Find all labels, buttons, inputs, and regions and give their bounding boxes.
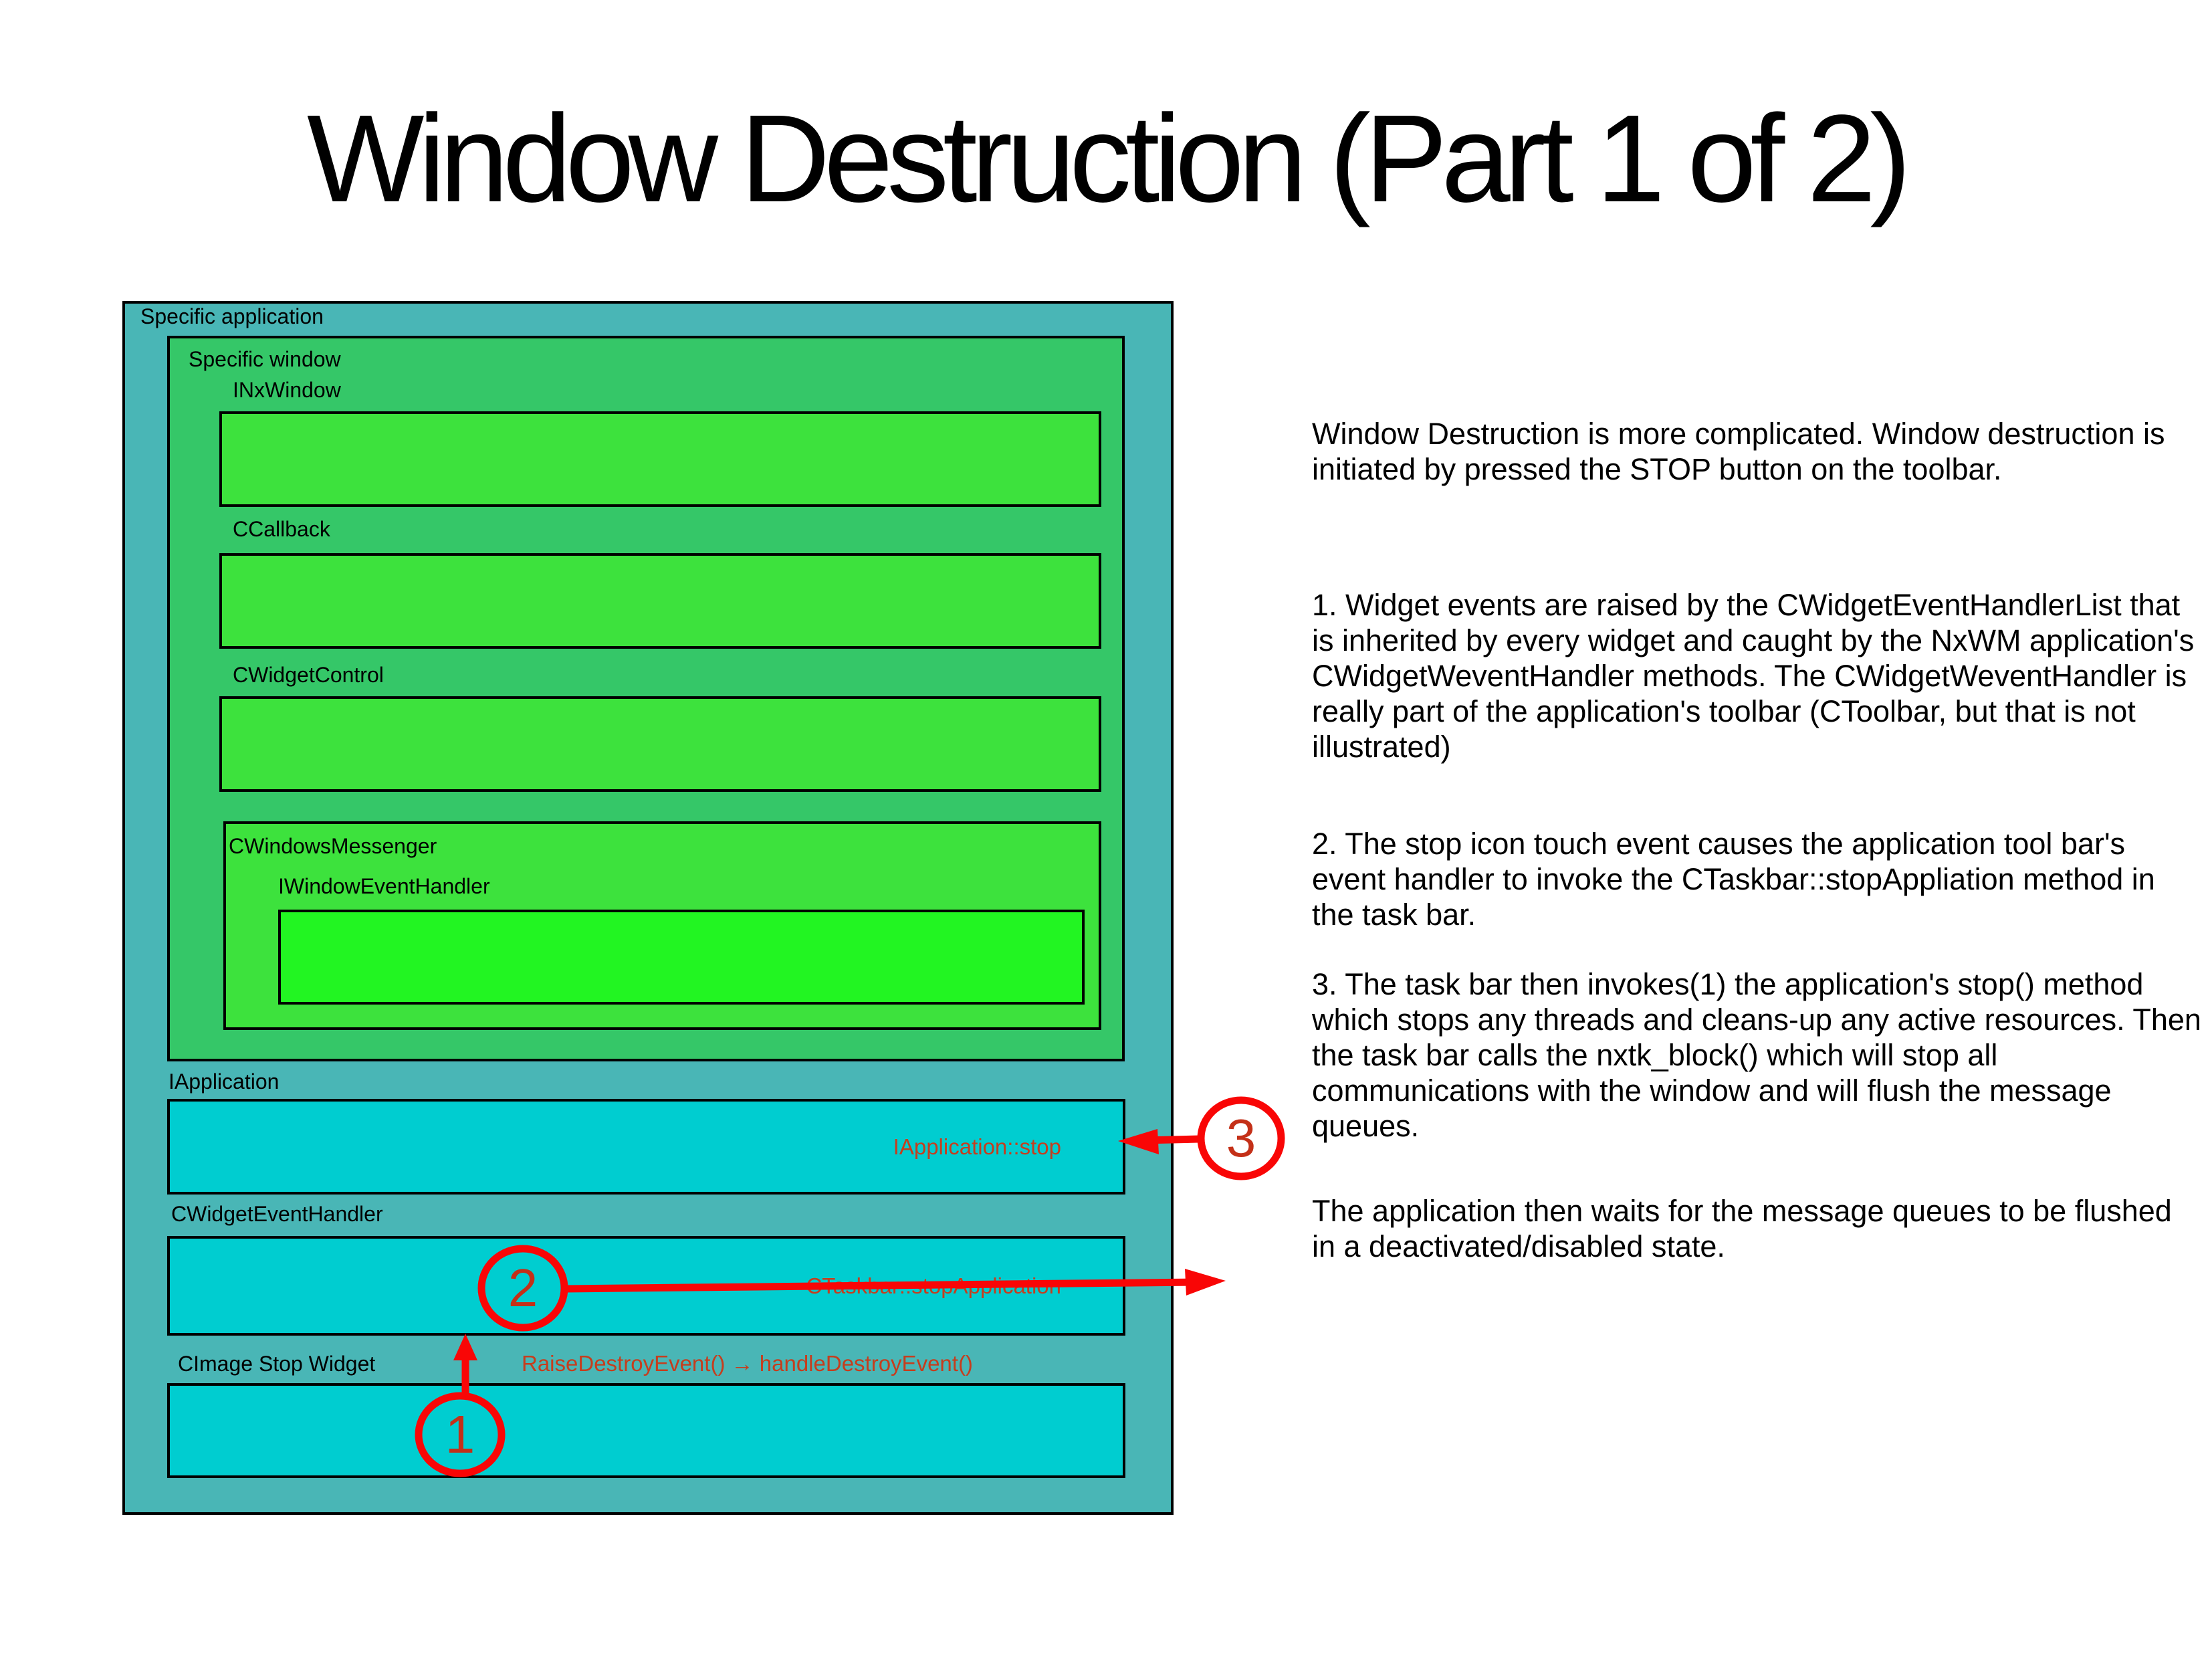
specific-application-label: Specific application (140, 304, 324, 328)
notes-paragraph: 3. The task bar then invokes(1) the appl… (1312, 967, 2201, 1143)
notes-paragraph: Window Destruction is more complicated. … (1312, 417, 2165, 486)
callout-2-number: 2 (508, 1258, 538, 1318)
iapplication-label: IApplication (169, 1069, 280, 1094)
callout-3-number: 3 (1226, 1108, 1256, 1168)
notes-paragraph: 2. The stop icon touch event causes the … (1312, 827, 2155, 932)
iapplication-box: IApplication::stop (167, 1099, 1125, 1195)
specific-window-label: Specific window (189, 347, 341, 371)
ccallback-label: CCallback (233, 517, 330, 541)
notes-paragraph: 1. Widget events are raised by the CWidg… (1312, 588, 2195, 764)
cwidgetcontrol-box (219, 696, 1101, 792)
ccallback-box (219, 553, 1101, 649)
inxwindow-box (219, 411, 1101, 507)
inxwindow-label: INxWindow (233, 378, 341, 402)
cwidgeteventhandler-label: CWidgetEventHandler (171, 1202, 383, 1226)
cwidgeteventhandler-box: CTaskbar::stopApplication (167, 1236, 1125, 1336)
notes-paragraph: The application then waits for the messa… (1312, 1194, 2172, 1263)
callout-2-arrowhead-icon (1185, 1269, 1226, 1296)
iapplication-stop-label: IApplication::stop (893, 1134, 1061, 1159)
callout-1-number: 1 (445, 1405, 475, 1464)
cwindowsmessenger-label: CWindowsMessenger (229, 834, 437, 858)
cimage-stop-widget-box (167, 1383, 1125, 1478)
cwidgetcontrol-label: CWidgetControl (233, 663, 384, 687)
raise-destroy-event-label: RaiseDestroyEvent() → handleDestroyEvent… (522, 1351, 973, 1376)
iwindoweventhandler-label: IWindowEventHandler (278, 874, 490, 898)
iwindoweventhandler-box (278, 910, 1085, 1005)
slide-title: Window Destruction (Part 1 of 2) (306, 90, 1911, 228)
ctaskbar-stopapplication-label: CTaskbar::stopApplication (806, 1273, 1061, 1298)
cimage-stop-widget-label: CImage Stop Widget (178, 1352, 376, 1376)
